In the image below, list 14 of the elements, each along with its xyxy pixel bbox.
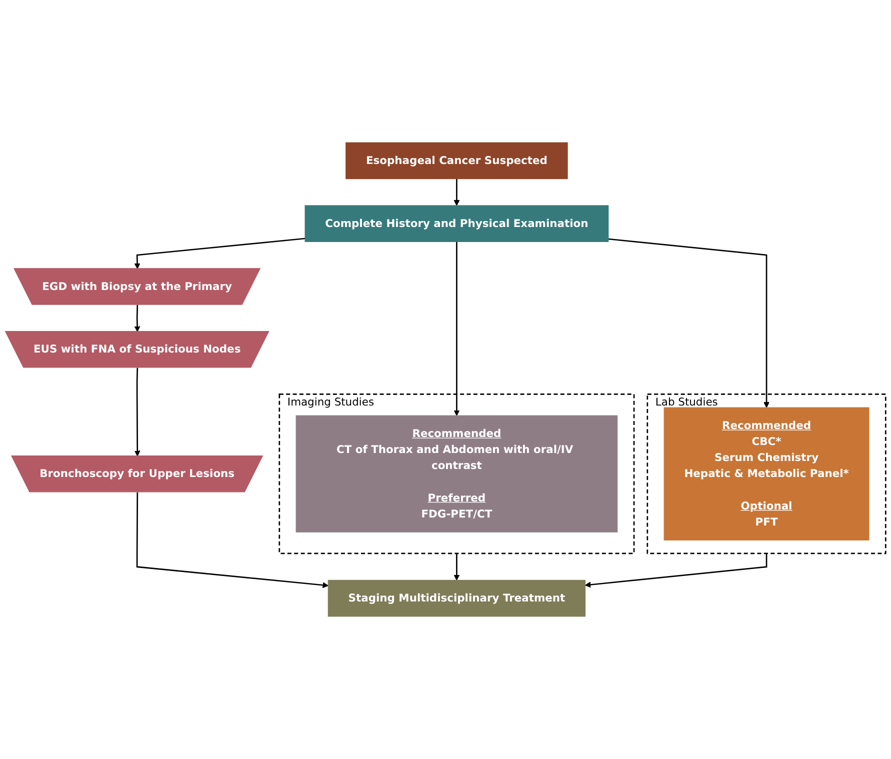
arrow — [584, 553, 768, 588]
arrow — [454, 242, 460, 416]
node-box: Staging Multidisciplinary Treatment — [328, 580, 586, 617]
arrow — [454, 553, 460, 580]
arrow — [134, 304, 140, 332]
node-box: Recommended CT of Thorax and Abdomen with oral/IV contrast Preferred FDG-PET/CT — [296, 415, 618, 532]
arrow — [134, 368, 140, 456]
node-box: Complete History and Physical Examination — [304, 205, 609, 242]
node-box: Recommended CBC* Serum Chemistry Hepatic & Metabolic Panel* Optional PFT — [664, 407, 870, 540]
arrow — [454, 178, 460, 206]
arrow — [608, 238, 770, 408]
arrow — [134, 238, 306, 270]
arrow — [136, 492, 328, 588]
node-box: Esophageal Cancer Suspected — [346, 142, 568, 180]
